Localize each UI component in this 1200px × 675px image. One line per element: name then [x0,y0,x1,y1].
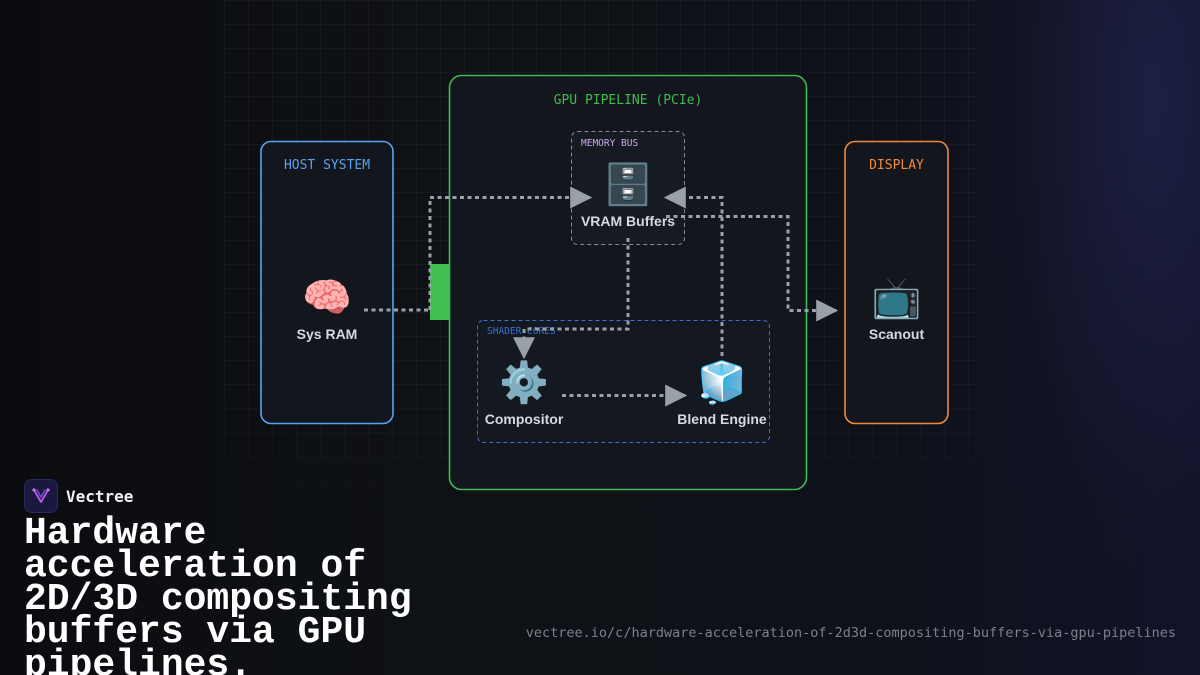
sys-ram-label: Sys RAM [297,326,358,342]
page-title: Hardware acceleration of 2D/3D compositi… [24,512,412,675]
host-system-group [260,140,394,425]
vectree-logo-icon [24,479,58,513]
node-compositor: ⚙️ Compositor [485,359,564,427]
brand: Vectree [24,479,133,513]
gear-icon: ⚙️ [499,359,549,405]
shader-cores-title: SHADER CORES [487,326,556,337]
page-url: vectree.io/c/hardware-acceleration-of-2d… [525,625,1176,641]
node-scanout: 📺 Scanout [869,276,925,342]
edge-vram-to-compositor [513,238,630,360]
display-title: DISPLAY [869,158,924,173]
host-system-title: HOST SYSTEM [284,158,370,173]
compositor-label: Compositor [485,411,564,427]
brand-name: Vectree [66,486,134,506]
ice-cube-icon: 🧊 [697,359,747,406]
blend-engine-label: Blend Engine [677,411,767,427]
display-group [844,140,949,425]
pcie-slot [430,264,450,320]
edge-pcie-to-vram [428,186,593,310]
file-cabinet-icon: 🗄️ [603,161,653,207]
logo-mark [32,488,50,503]
background-glow [960,0,1200,675]
brain-icon: 🧠 [302,276,352,320]
edge-blend-to-vram [663,186,724,356]
memory-bus-title: MEMORY BUS [581,138,638,149]
node-blend-engine: 🧊 Blend Engine [677,359,767,427]
node-vram-buffers: 🗄️ VRAM Buffers [581,161,675,229]
edge-vram-to-scanout [666,215,839,322]
gpu-pipeline-title: GPU PIPELINE (PCIe) [554,93,703,108]
node-sys-ram: 🧠 Sys RAM [297,276,358,342]
scanout-label: Scanout [869,326,925,342]
shader-cores-group [477,320,770,443]
vram-buffers-label: VRAM Buffers [581,213,675,229]
television-icon: 📺 [872,276,922,320]
